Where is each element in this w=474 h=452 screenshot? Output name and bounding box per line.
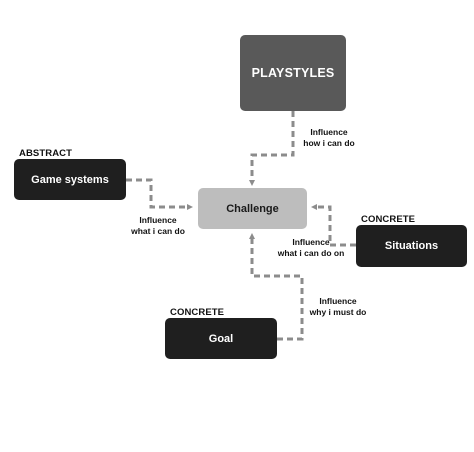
situations-node: Situations xyxy=(356,225,467,267)
edge-label-game-systems-line1: Influence xyxy=(139,215,177,225)
situations-label: Situations xyxy=(384,240,439,252)
connector-goal-challenge xyxy=(249,233,304,341)
edge-label-game-systems: Influence what i can do xyxy=(122,215,194,237)
playstyles-node: PLAYSTYLES xyxy=(240,35,346,111)
challenge-label: Challenge xyxy=(226,202,279,215)
edge-label-goal-line1: Influence xyxy=(319,296,357,306)
edge-label-situations: Influence what i can do on xyxy=(268,237,354,259)
edge-label-playstyles-line1: Influence xyxy=(310,127,348,137)
edge-label-situations-line1: Influence xyxy=(292,237,330,247)
game-systems-label: Game systems xyxy=(31,173,109,186)
goal-label: Goal xyxy=(208,332,234,345)
goal-category: CONCRETE xyxy=(170,307,225,318)
edge-label-goal: Influence why i must do xyxy=(304,296,372,318)
playstyles-label: PLAYSTYLES xyxy=(251,66,335,80)
connector-game-systems-challenge xyxy=(126,178,193,210)
game-systems-node: Game systems xyxy=(14,159,126,200)
edge-label-playstyles: Influence how i can do xyxy=(296,127,362,149)
edge-label-goal-line2: why i must do xyxy=(309,307,367,317)
game-systems-category: ABSTRACT xyxy=(19,148,73,159)
edge-label-situations-line2: what i can do on xyxy=(277,248,345,258)
situations-category: CONCRETE xyxy=(361,214,416,225)
edge-label-playstyles-line2: how i can do xyxy=(303,138,355,148)
connector-playstyles-challenge xyxy=(249,111,295,186)
goal-node: Goal xyxy=(165,318,277,359)
edge-label-game-systems-line2: what i can do xyxy=(131,226,185,236)
challenge-node: Challenge xyxy=(198,188,307,229)
connector-situations-challenge xyxy=(311,204,356,247)
